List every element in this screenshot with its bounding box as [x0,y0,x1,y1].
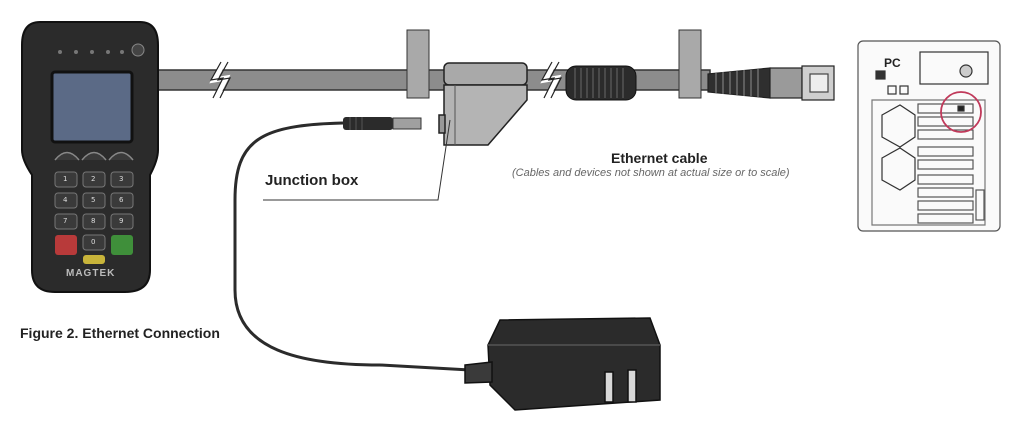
figure-caption: Figure 2. Ethernet Connection [20,325,220,341]
enter-key [111,235,133,255]
ethernet-port-highlight [940,91,982,133]
ethernet-cable-label: Ethernet cable [611,150,708,166]
power-cable [233,121,471,372]
ferrite-bead [565,65,637,101]
cancel-key [55,235,77,255]
key-1: 1 [63,175,68,183]
scale-disclaimer: (Cables and devices not shown at actual … [512,167,790,179]
power-adapter [464,317,661,411]
pc-label: PC [884,56,901,70]
key-9: 9 [119,217,124,225]
junction-box-label: Junction box [265,172,359,189]
dc-barrel-plug [343,117,422,130]
clear-key [83,255,105,264]
key-8: 8 [91,217,96,225]
key-5: 5 [91,196,96,204]
rj45-plug [707,65,835,101]
pc-tower [857,40,1001,232]
function-keys [54,151,134,161]
key-3: 3 [119,175,124,183]
keypad-grid [54,171,134,251]
pin-pad-device [21,21,159,293]
key-4: 4 [63,196,68,204]
device-brand-label: MAGTEK [66,268,116,279]
device-screen [50,70,134,144]
cable-clip [406,29,702,99]
key-6: 6 [119,196,124,204]
key-2: 2 [91,175,96,183]
key-7: 7 [63,217,68,225]
key-0: 0 [91,238,96,246]
junction-box-leader [263,119,451,201]
junction-box [438,62,528,146]
